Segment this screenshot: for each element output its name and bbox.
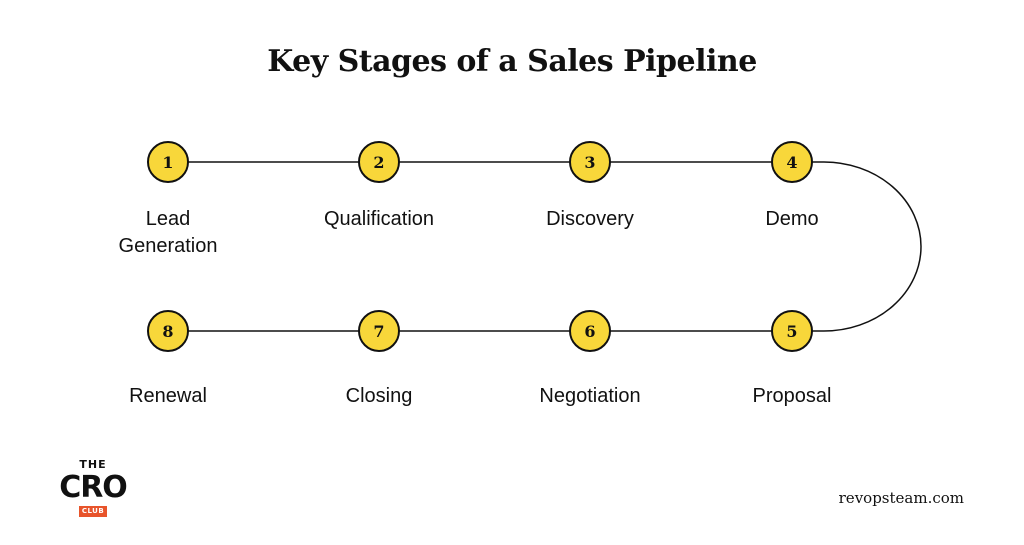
stage-3-label: Discovery (546, 208, 634, 230)
stage-4-node: 4 (771, 141, 813, 183)
stage-4-label: Demo (765, 208, 819, 230)
stage-7-label: Closing (345, 385, 413, 407)
stage-5-label: Proposal (752, 385, 832, 407)
logo-the-text: THE (79, 458, 107, 471)
stage-8-label: Renewal (129, 385, 207, 407)
stage-6-node: 6 (569, 310, 611, 352)
stage-1-node: 1 (147, 141, 189, 183)
logo-cro-text: CRO (59, 470, 128, 505)
stage-6-label: Negotiation (539, 385, 641, 407)
stage-7-node: 7 (358, 310, 400, 352)
stage-5-node: 5 (771, 310, 813, 352)
stage-2-label: Qualification (323, 208, 435, 230)
logo-club-badge: CLUB (79, 506, 107, 517)
stage-1-label: Lead Generation (118, 208, 218, 257)
stage-2-node: 2 (358, 141, 400, 183)
cro-club-logo: THE CRO CLUB (57, 458, 137, 520)
stage-8-node: 8 (147, 310, 189, 352)
website-url: revopsteam.com (838, 489, 964, 507)
stage-3-node: 3 (569, 141, 611, 183)
return-curve (792, 161, 922, 332)
diagram-title: Key Stages of a Sales Pipeline (267, 44, 757, 79)
